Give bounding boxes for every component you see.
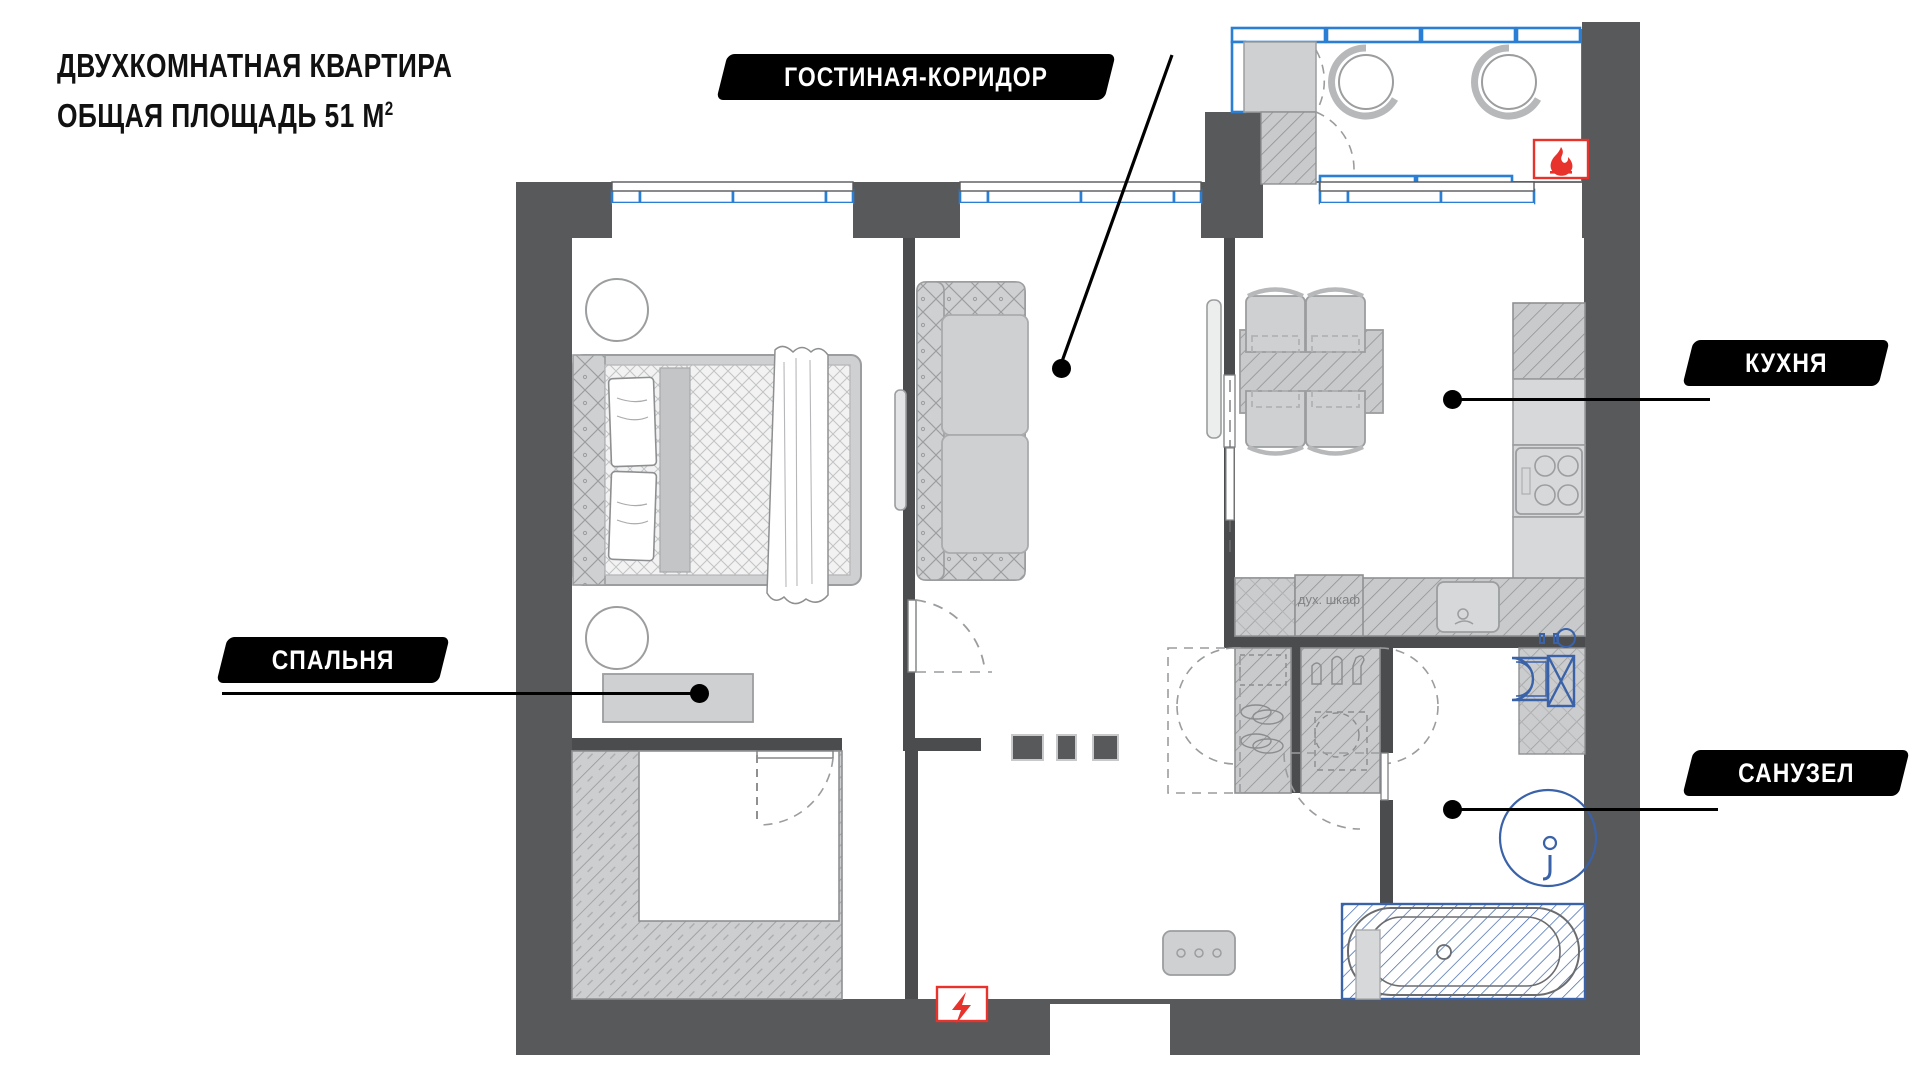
bed-throw <box>766 345 829 605</box>
dining-chairs <box>1245 287 1366 456</box>
dining-chair-4 <box>1305 390 1366 456</box>
kitchen-area: дух. шкаф <box>1206 287 1586 637</box>
leader-living <box>1058 54 1174 368</box>
cooktop <box>1515 447 1583 515</box>
window-reveal-kitchen <box>1320 203 1534 238</box>
hallway-closets <box>1167 647 1439 830</box>
bath-fittings <box>1539 628 1576 648</box>
tv-panel <box>894 389 907 511</box>
bath-pedestal <box>1355 929 1381 1000</box>
balcony-chair-1 <box>1328 44 1399 120</box>
bathroom-door <box>1283 752 1389 830</box>
total-area-label: ОБЩАЯ ПЛОЩАДЬ 51 М2 <box>57 97 394 134</box>
bedroom-area <box>571 278 992 1000</box>
dining-chair-2 <box>1305 287 1366 353</box>
kitchen-tall-panel <box>1206 299 1222 439</box>
superscript-two: 2 <box>384 99 394 120</box>
room-tag-kitchen[interactable]: КУХНЯ <box>1682 340 1890 386</box>
leader-kitchen <box>1450 398 1710 401</box>
room-tag-bedroom[interactable]: СПАЛЬНЯ <box>216 637 450 683</box>
living-room-area <box>894 281 1029 581</box>
nightstand-top <box>585 278 649 342</box>
dining-chair-1 <box>1245 287 1306 353</box>
bedroom-wardrobe <box>571 750 843 1000</box>
shoe-closet <box>1234 647 1292 794</box>
nightstand-bottom <box>585 606 649 670</box>
balcony-storage-box <box>1243 41 1317 113</box>
callout-dot-living <box>1052 359 1071 378</box>
page-title: ДВУХКОМНАТНАЯ КВАРТИРА <box>57 47 453 84</box>
callout-dot-bath <box>1443 800 1462 819</box>
window-reveal-bedroom <box>612 203 853 238</box>
room-label-bath: САНУЗЕЛ <box>1737 757 1855 788</box>
toilet <box>1511 654 1576 708</box>
cleaning-supplies <box>1311 655 1368 771</box>
utility-closet <box>1300 647 1381 794</box>
room-tag-living[interactable]: ГОСТИНАЯ-КОРИДОР <box>716 54 1116 100</box>
electric-panel-icon <box>935 985 989 1024</box>
dresser <box>602 673 754 723</box>
window-kitchen <box>1318 188 1536 205</box>
wall-break-markers <box>1011 734 1119 761</box>
bathtub <box>1340 902 1587 1001</box>
callout-leaders <box>1058 54 1174 368</box>
window-reveal-living <box>960 203 1201 238</box>
counter-right-upper <box>1512 378 1586 446</box>
cabinet-corner <box>1234 577 1296 637</box>
window-living <box>958 188 1203 205</box>
room-label-living: ГОСТИНАЯ-КОРИДОР <box>784 61 1048 92</box>
bedroom-door <box>907 599 992 673</box>
callout-dot-bedroom <box>690 684 709 703</box>
callout-dot-kitchen <box>1443 390 1462 409</box>
fridge <box>1512 302 1586 380</box>
washing-machine <box>1162 930 1236 976</box>
sofa <box>916 281 1029 581</box>
bed <box>572 345 862 605</box>
oven-cabinet <box>1294 574 1364 637</box>
window-opening-kitchen <box>1319 181 1535 192</box>
window-opening-living <box>959 181 1202 192</box>
oven-cabinet-label: дух. шкаф <box>1298 592 1360 607</box>
plan-title-block: ДВУХКОМНАТНАЯ КВАРТИРА ОБЩАЯ ПЛОЩАДЬ 51 … <box>57 44 551 138</box>
room-tag-bath[interactable]: САНУЗЕЛ <box>1682 750 1910 796</box>
window-opening-bedroom <box>611 181 854 192</box>
leader-bedroom <box>222 692 702 695</box>
bathroom-area <box>1162 628 1598 1001</box>
balcony-glazing-top <box>1230 26 1582 44</box>
entrance-gap <box>1050 999 1170 1055</box>
leader-bath <box>1450 808 1718 811</box>
entry-door-swings <box>1167 647 1439 794</box>
fire-hazard-icon <box>1532 138 1590 180</box>
room-label-bedroom: СПАЛЬНЯ <box>271 644 395 675</box>
room-label-kitchen: КУХНЯ <box>1744 347 1828 378</box>
dining-chair-3 <box>1245 390 1306 456</box>
washbasin <box>1498 788 1598 888</box>
kitchen-sink <box>1436 581 1500 633</box>
window-bedroom <box>610 188 855 205</box>
balcony-chair-2 <box>1471 44 1542 120</box>
balcony-glazing-left <box>1230 40 1247 114</box>
kitchen-sliding-door <box>1223 374 1236 560</box>
